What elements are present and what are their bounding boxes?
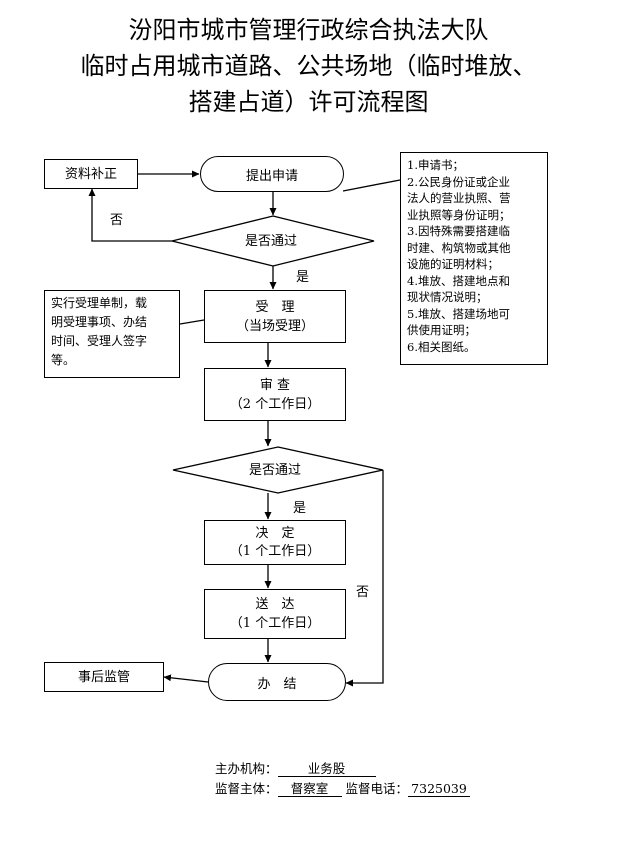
materials-line-8: 4.堆放、搭建地点和: [407, 273, 510, 288]
supervision-phone-label: 监督电话：: [345, 781, 409, 796]
materials-line-11: 供使用证明；: [407, 323, 476, 337]
materials-line-7: 设施的证明材料；: [407, 257, 499, 271]
decision-subtitle: （1 个工作日）: [229, 543, 321, 559]
post-supervision-label: 事后监管: [77, 669, 130, 685]
footer-organizer: 主办机构：业务股: [215, 760, 376, 778]
check1-no-label: 否: [110, 213, 124, 228]
materials-line-6: 时建、构筑物或其他: [407, 240, 511, 255]
acceptance-note: 实行受理单制，载 明受理事项、办结 时间、受理人签字 等。: [44, 290, 180, 378]
decision-diamond-2: [172, 446, 384, 494]
title-line-3: 搭建占道）许可流程图: [188, 88, 429, 116]
acceptance-subtitle: （当场受理）: [235, 318, 314, 334]
check2-yes-label: 是: [293, 501, 307, 516]
acceptance-note-line-4: 等。: [51, 353, 76, 367]
delivery-subtitle: （1 个工作日）: [229, 616, 321, 631]
supervision-subject-label: 监督主体：: [215, 781, 278, 796]
organizer-label: 主办机构：: [215, 761, 278, 776]
completion-label: 办 结: [257, 676, 297, 692]
materials-line-10: 5.堆放、搭建场地可: [407, 306, 510, 321]
materials-line-1: 1.申请书；: [407, 158, 464, 172]
title-line-1: 汾阳市城市管理行政综合执法大队: [128, 16, 489, 44]
post-supervision-node: 事后监管: [44, 662, 164, 692]
acceptance-note-line-3: 时间、受理人签字: [51, 334, 148, 348]
acceptance-note-line-2: 明受理事项、办结: [51, 315, 148, 329]
check2-no-label: 否: [356, 585, 370, 600]
callout-acceptance: [179, 319, 205, 325]
supplement-materials-node: 资料补正: [44, 159, 138, 189]
callout-materials: [342, 179, 401, 192]
arrow-finish-to-supervise: [163, 674, 209, 683]
supplement-materials-label: 资料补正: [64, 166, 117, 182]
footer-supervision: 监督主体：督察室 监督电话：7325039: [215, 780, 471, 798]
connector-no-to-finish: [345, 470, 384, 687]
required-materials-note: 1.申请书； 2.公民身份证或企业 法人的营业执照、营 业执照等身份证明； 3.…: [400, 152, 548, 365]
title-line-2: 临时占用城市道路、公共场地（临时堆放、: [80, 52, 537, 80]
supervision-subject-value: 督察室: [277, 781, 342, 797]
check1-label: 是否通过: [245, 234, 298, 249]
page-title: 汾阳市城市管理行政综合执法大队 临时占用城市道路、公共场地（临时堆放、 搭建占道…: [0, 12, 617, 120]
submit-application-node: 提出申请: [200, 156, 344, 192]
acceptance-node: 受 理 （当场受理）: [204, 290, 346, 343]
acceptance-title: 受 理: [255, 299, 295, 315]
materials-line-5: 3.因特殊需要搭建临: [407, 224, 510, 238]
delivery-node: 送 达 （1 个工作日）: [204, 589, 346, 639]
review-node: 审 查 （2 个工作日）: [204, 368, 346, 421]
decision-node: 决 定 （1 个工作日）: [204, 520, 346, 565]
review-subtitle: （2 个工作日）: [229, 396, 321, 412]
review-title: 审 查: [259, 377, 291, 393]
materials-line-2: 2.公民身份证或企业: [407, 174, 510, 189]
completion-node: 办 结: [208, 663, 346, 701]
connector-no-to-supplement: [88, 188, 172, 242]
organizer-value: 业务股: [277, 761, 376, 777]
materials-line-12: 6.相关图纸。: [407, 339, 476, 354]
materials-line-4: 业执照等身份证明；: [407, 207, 511, 222]
delivery-title: 送 达: [255, 597, 295, 612]
decision-title: 决 定: [255, 525, 295, 541]
check1-yes-label: 是: [296, 270, 310, 285]
materials-line-3: 法人的营业执照、营: [407, 191, 511, 205]
materials-line-9: 现状情况说明；: [407, 290, 488, 304]
submit-application-label: 提出申请: [245, 168, 298, 184]
check2-label: 是否通过: [249, 463, 302, 478]
acceptance-note-line-1: 实行受理单制，载: [51, 296, 148, 310]
supervision-phone-value: 7325039: [408, 781, 471, 797]
